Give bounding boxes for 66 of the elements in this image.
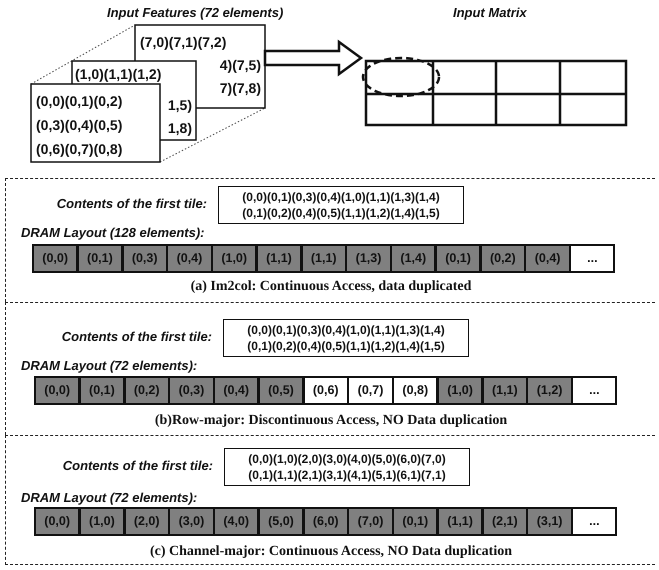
tile-contents-heading: Contents of the first tile: — [62, 458, 213, 473]
memory-cell: (0,1) — [392, 507, 438, 536]
layout-panel — [5, 302, 655, 435]
memory-cell: ... — [569, 244, 616, 273]
memory-cell: (4,0) — [213, 507, 260, 536]
memory-cell: (0,3) — [168, 376, 215, 405]
memory-cell: (0,1) — [78, 376, 126, 405]
coordinate-text: 4)(7,5) — [220, 57, 261, 73]
memory-cell: (0,4) — [213, 376, 260, 405]
memory-cell: (0,2) — [480, 244, 526, 273]
stack-heading: Input Features (72 elements) — [107, 5, 284, 20]
coordinate-text: (0,3)(0,4)(0,5) — [36, 117, 122, 133]
memory-cell: (0,0) — [34, 376, 80, 405]
memory-cell: (0,1) — [76, 244, 124, 273]
memory-cell: (1,4) — [390, 244, 436, 273]
matrix-heading: Input Matrix — [453, 5, 527, 20]
memory-cell: (0,0) — [32, 244, 78, 273]
memory-cell: (1,1) — [256, 244, 302, 273]
coordinate-text: 1,5) — [168, 97, 192, 113]
coordinate-text: (0,6)(0,7)(0,8) — [36, 141, 122, 157]
memory-cell: (5,0) — [258, 507, 304, 536]
tile-contents-heading: Contents of the first tile: — [56, 196, 207, 211]
tile-contents-box: (0,0)(1,0)(2,0)(3,0)(4,0)(5,0)(6,0)(7,0) (0,1)(1,1)(2,1)(3,1)(4,1)(5,1)(6,1)(7,1) — [224, 448, 470, 486]
memory-cell: (1,1) — [436, 507, 484, 536]
tile-contents-box: (0,0)(0,1)(0,3)(0,4)(1,0)(1,1)(1,3)(1,4) (0,1)(0,2)(0,4)(0,5)(1,1)(1,2)(1,4)(1,5) — [223, 319, 469, 357]
memory-cell: (0,8) — [392, 376, 438, 405]
coordinate-text: 7)(7,8) — [220, 80, 261, 96]
memory-cell: (0,0) — [34, 507, 80, 536]
memory-cell: (2,1) — [482, 507, 528, 536]
dram-layout-heading: DRAM Layout (128 elements): — [21, 225, 204, 240]
coordinate-text: (0,0)(0,1)(0,2) — [36, 93, 122, 109]
memory-cell: (3,1) — [526, 507, 573, 536]
memory-cell: (2,0) — [124, 507, 170, 536]
memory-cell: (3,0) — [168, 507, 215, 536]
memory-cell: ... — [571, 507, 618, 536]
coordinate-text: 1,8) — [168, 120, 192, 136]
panel-caption: (a) Im2col: Continuous Access, data duplicated — [190, 279, 472, 295]
memory-cell: (1,0) — [78, 507, 126, 536]
memory-cell: (1,0) — [211, 244, 258, 273]
memory-cell: (0,5) — [258, 376, 304, 405]
layout-panel — [5, 435, 655, 565]
memory-cell: (0,4) — [166, 244, 213, 273]
dram-layout-heading: DRAM Layout (72 elements): — [21, 490, 198, 505]
layout-panel — [5, 178, 655, 302]
coordinate-text: (7,0)(7,1)(7,2) — [140, 34, 226, 50]
memory-cell: (0,6) — [302, 376, 349, 405]
panel-caption: (c) Channel-major: Continuous Access, NO Data duplication — [148, 544, 514, 560]
memory-cell: (1,1) — [300, 244, 347, 273]
tile-contents-heading: Contents of the first tile: — [62, 329, 212, 344]
panel-caption: (b)Row-major: Discontinuous Access, NO Data duplication — [154, 413, 508, 429]
memory-cell: (1,1) — [482, 376, 528, 405]
dram-layout-heading: DRAM Layout (72 elements): — [21, 358, 198, 373]
memory-cell: ... — [571, 376, 618, 405]
coordinate-text: (1,0)(1,1)(1,2) — [75, 66, 162, 82]
memory-cell: (0,4) — [524, 244, 571, 273]
tile-contents-box: (0,0)(0,1)(0,3)(0,4)(1,0)(1,1)(1,3)(1,4) (0,1)(0,2)(0,4)(0,5)(1,1)(1,2)(1,4)(1,5) — [218, 186, 464, 224]
memory-cell: (6,0) — [302, 507, 349, 536]
memory-cell: (0,2) — [124, 376, 170, 405]
memory-cell: (1,3) — [345, 244, 392, 273]
memory-cell: (1,0) — [436, 376, 484, 405]
block-arrow — [264, 40, 364, 76]
memory-cell: (0,3) — [122, 244, 168, 273]
memory-cell: (7,0) — [347, 507, 394, 536]
memory-cell: (0,1) — [434, 244, 482, 273]
memory-cell: (0,7) — [347, 376, 394, 405]
memory-cell: (1,2) — [526, 376, 573, 405]
